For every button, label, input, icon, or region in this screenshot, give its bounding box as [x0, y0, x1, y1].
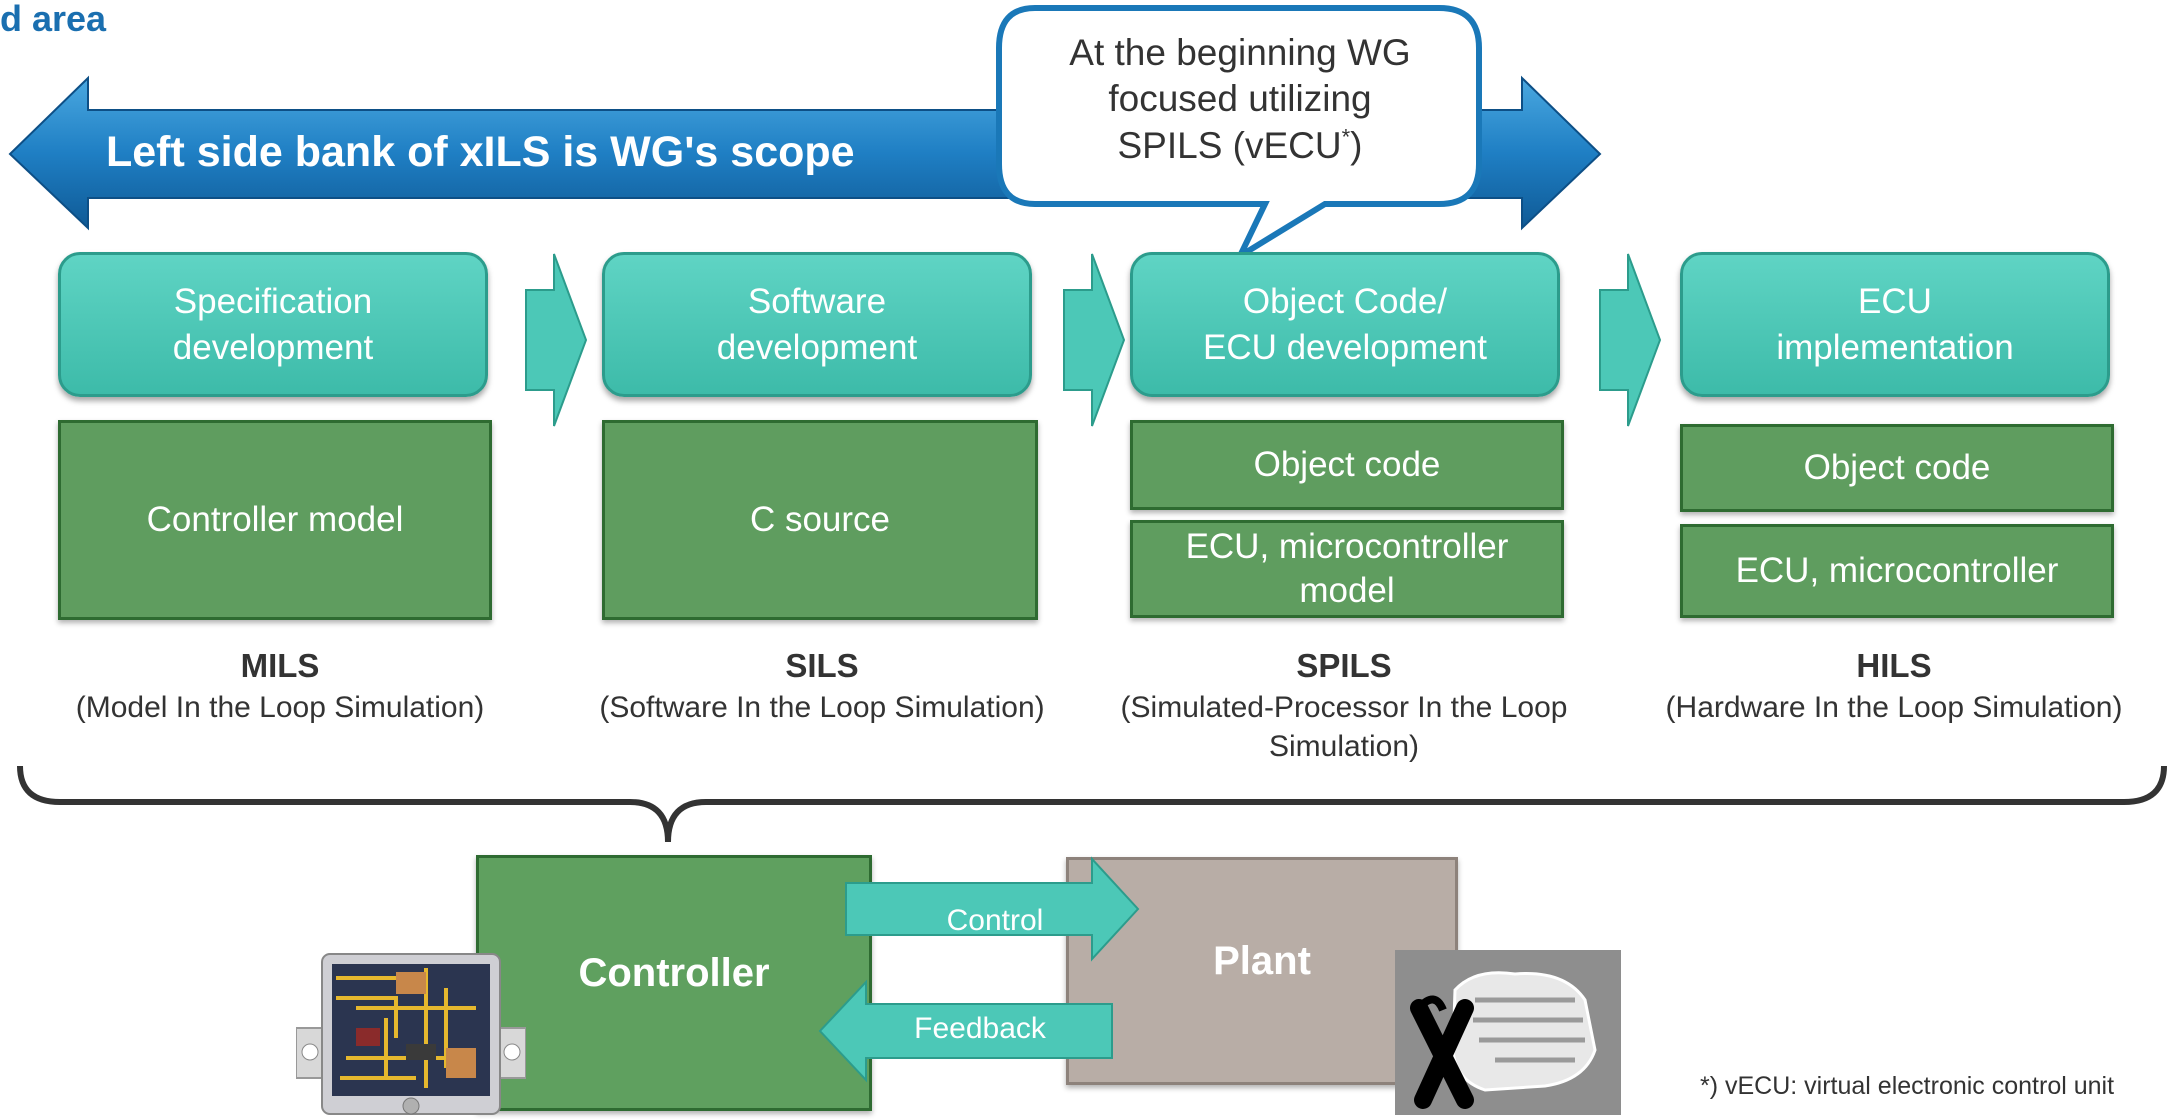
grouping-brace: [17, 765, 2167, 843]
callout-line-2: focused utilizing: [1108, 78, 1372, 120]
control-label: Control: [946, 904, 1044, 937]
chevron-arrow-1: [525, 253, 588, 427]
controller-box: Controller: [476, 855, 872, 1111]
ecu-board-image: [296, 953, 526, 1115]
artifact-hils-object-code: Object code: [1680, 424, 2114, 512]
caption-hils: HILS(Hardware In the Loop Simulation): [1665, 647, 2123, 724]
plant-box: Plant: [1066, 857, 1458, 1085]
engine-image: [1395, 950, 1621, 1115]
callout-text: At the beginning WG focused utilizing SP…: [1000, 30, 1480, 169]
caption-mils: MILS(Model In the Loop Simulation): [75, 647, 485, 724]
callout-line-1: At the beginning WG: [1069, 32, 1411, 73]
caption-sils: SILS(Software In the Loop Simulation): [599, 647, 1045, 724]
artifact-c-source: C source: [602, 420, 1038, 620]
scope-arrow-label: Left side bank of xILS is WG's scope: [106, 128, 855, 176]
footnote: *) vECU: virtual electronic control unit: [1700, 1072, 2115, 1100]
artifact-spils-object-code: Object code: [1130, 420, 1564, 510]
chevron-arrow-3: [1599, 253, 1662, 427]
artifact-hils-ecu: ECU, microcontroller: [1680, 524, 2114, 618]
feedback-label: Feedback: [914, 1012, 1046, 1045]
header-title: d area: [0, 0, 107, 39]
phase-object-code-ecu-development: Object Code/ECU development: [1130, 252, 1560, 397]
chevron-arrow-2: [1063, 253, 1126, 427]
callout-line-3: SPILS (vECU*): [1117, 124, 1363, 166]
control-arrow: [845, 856, 1140, 962]
feedback-arrow: [818, 979, 1113, 1083]
callout-bubble: [996, 5, 1482, 264]
artifact-controller-model: Controller model: [58, 420, 492, 620]
